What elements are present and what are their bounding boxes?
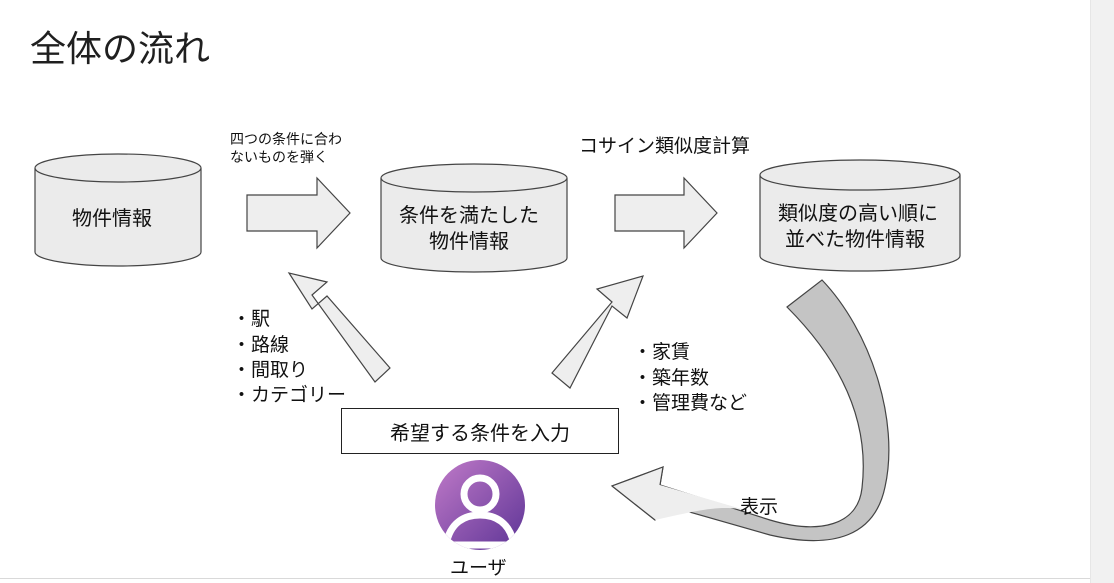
cosine-label: コサイン類似度計算 bbox=[579, 135, 751, 157]
right-condition-1: ・家賃 bbox=[633, 341, 691, 363]
filter-label-line2: ないものを弾く bbox=[230, 150, 328, 166]
slide: 全体の流れ bbox=[0, 29, 1090, 579]
database-1-label: 物件情報 bbox=[72, 206, 152, 230]
input-conditions-box: 希望する条件を入力 bbox=[341, 408, 619, 454]
database-3-label-line1: 類似度の高い順に bbox=[778, 201, 938, 225]
user-avatar-icon bbox=[435, 460, 525, 550]
display-label: 表示 bbox=[740, 496, 779, 518]
left-condition-4: ・カテゴリー bbox=[232, 384, 347, 406]
database-2-label-line2: 物件情報 bbox=[429, 229, 509, 253]
left-condition-3: ・間取り bbox=[232, 359, 309, 381]
right-condition-2: ・築年数 bbox=[633, 367, 710, 389]
right-arrow-1 bbox=[246, 176, 351, 250]
right-condition-3: ・管理費など bbox=[633, 392, 748, 414]
page-title: 全体の流れ bbox=[30, 29, 211, 70]
right-arrow-2 bbox=[614, 176, 718, 250]
database-3-label-line2: 並べた物件情報 bbox=[785, 227, 925, 251]
left-condition-1: ・駅 bbox=[232, 308, 271, 330]
diagonal-arrow-left bbox=[287, 272, 391, 383]
database-2-label-line1: 条件を満たした bbox=[399, 203, 539, 227]
input-conditions-label: 希望する条件を入力 bbox=[390, 420, 570, 445]
scroll-gutter[interactable] bbox=[1090, 0, 1114, 583]
user-label: ユーザ bbox=[450, 557, 507, 579]
left-condition-2: ・路線 bbox=[232, 334, 290, 356]
diagram-canvas bbox=[34, 153, 961, 550]
diagonal-arrow-right bbox=[551, 275, 644, 389]
database-cylinder-2 bbox=[380, 163, 568, 273]
database-cylinder-1 bbox=[34, 153, 202, 267]
filter-label-line1: 四つの条件に合わ bbox=[230, 132, 342, 148]
database-cylinder-3 bbox=[759, 159, 961, 272]
